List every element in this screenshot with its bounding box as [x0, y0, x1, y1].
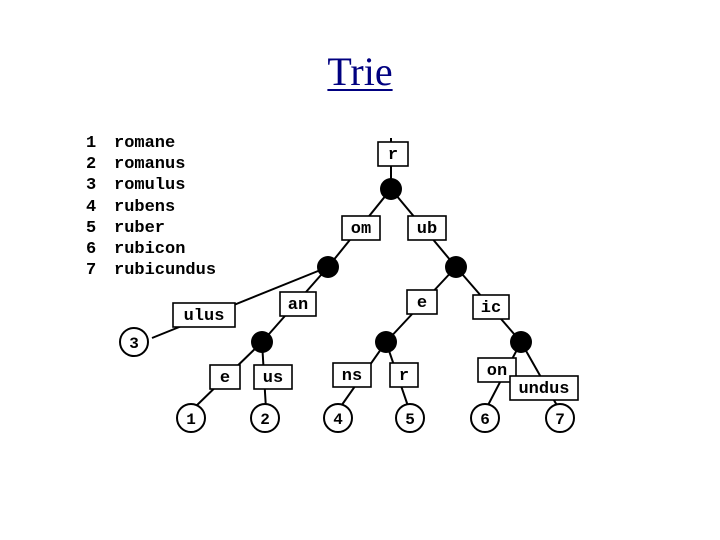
edge-label-ns: ns — [332, 362, 372, 388]
word-row: 4 rubens — [86, 197, 216, 218]
edge-label-us: us — [253, 364, 293, 390]
edge-label-text: undus — [518, 380, 569, 399]
leaf-1: 1 — [176, 403, 206, 433]
word-number: 5 — [86, 218, 97, 238]
word-row: 3 romulus — [86, 175, 216, 196]
word-text: rubens — [114, 197, 176, 217]
edge-label-ub: ub — [407, 215, 447, 241]
page-title: Trie — [327, 49, 393, 94]
edge-label-r: r — [377, 141, 409, 167]
word-text: romulus — [114, 176, 186, 196]
trie-node — [380, 178, 402, 200]
edge-label-text: ns — [342, 367, 362, 386]
trie-nodes — [251, 178, 532, 353]
edge-label-text: us — [263, 369, 283, 388]
edge-label-e-leaf: e — [209, 364, 241, 390]
word-number: 2 — [86, 155, 97, 175]
edge-label-text: e — [220, 369, 230, 388]
leaf-2: 2 — [250, 403, 280, 433]
edge-label-text: r — [388, 146, 398, 165]
edge-label-text: ic — [481, 299, 501, 318]
word-text: rubicundus — [114, 261, 217, 281]
leaf-label: 6 — [480, 411, 490, 429]
leaf-6: 6 — [470, 403, 500, 433]
edge-label-text: an — [288, 296, 308, 315]
word-text: rubicon — [114, 240, 186, 260]
edge-label-ic: ic — [472, 294, 510, 320]
edge-label-on: on — [477, 357, 517, 383]
word-row: 2 romanus — [86, 154, 216, 175]
leaf-label: 1 — [186, 411, 196, 429]
edge-label-text: e — [417, 294, 427, 313]
word-text: ruber — [114, 218, 166, 238]
leaf-label: 7 — [555, 411, 565, 429]
edge-label-r-leaf: r — [389, 362, 419, 388]
word-number: 1 — [86, 134, 97, 153]
edge-label-an: an — [279, 291, 317, 317]
edge-label-e: e — [406, 289, 438, 315]
trie-node — [445, 256, 467, 278]
leaf-label: 3 — [129, 335, 139, 353]
leaf-label: 2 — [260, 411, 270, 429]
leaf-label: 5 — [405, 411, 415, 429]
edge-label-text: r — [399, 367, 409, 386]
edge-label-text: ub — [417, 220, 437, 239]
edge-label-undus: undus — [509, 375, 579, 401]
word-row: 7 rubicundus — [86, 260, 216, 281]
edge-label-ulus: ulus — [172, 302, 236, 328]
leaf-4: 4 — [323, 403, 353, 433]
word-list: 1 romane 2 romanus 3 romulus 4 rubens 5 ruber… — [86, 133, 216, 281]
leaf-5: 5 — [395, 403, 425, 433]
word-row: 5 ruber — [86, 218, 216, 239]
leaf-label: 4 — [333, 411, 343, 429]
edge-label-text: om — [351, 220, 371, 239]
leaf-7: 7 — [545, 403, 575, 433]
word-number: 3 — [86, 176, 97, 196]
word-text: romanus — [114, 155, 186, 175]
trie-node — [251, 331, 273, 353]
trie-node — [510, 331, 532, 353]
word-number: 4 — [86, 197, 97, 217]
edge-label-om: om — [341, 215, 381, 241]
trie-node — [375, 331, 397, 353]
word-number: 6 — [86, 240, 97, 260]
edge-label-text: on — [487, 362, 507, 381]
edge-label-text: ulus — [184, 307, 225, 326]
leaf-3: 3 — [119, 327, 149, 357]
trie-node — [317, 256, 339, 278]
word-row: 1 romane — [86, 133, 216, 154]
word-row: 6 rubicon — [86, 239, 216, 260]
word-text: romane — [114, 134, 176, 153]
word-number: 7 — [86, 261, 97, 281]
